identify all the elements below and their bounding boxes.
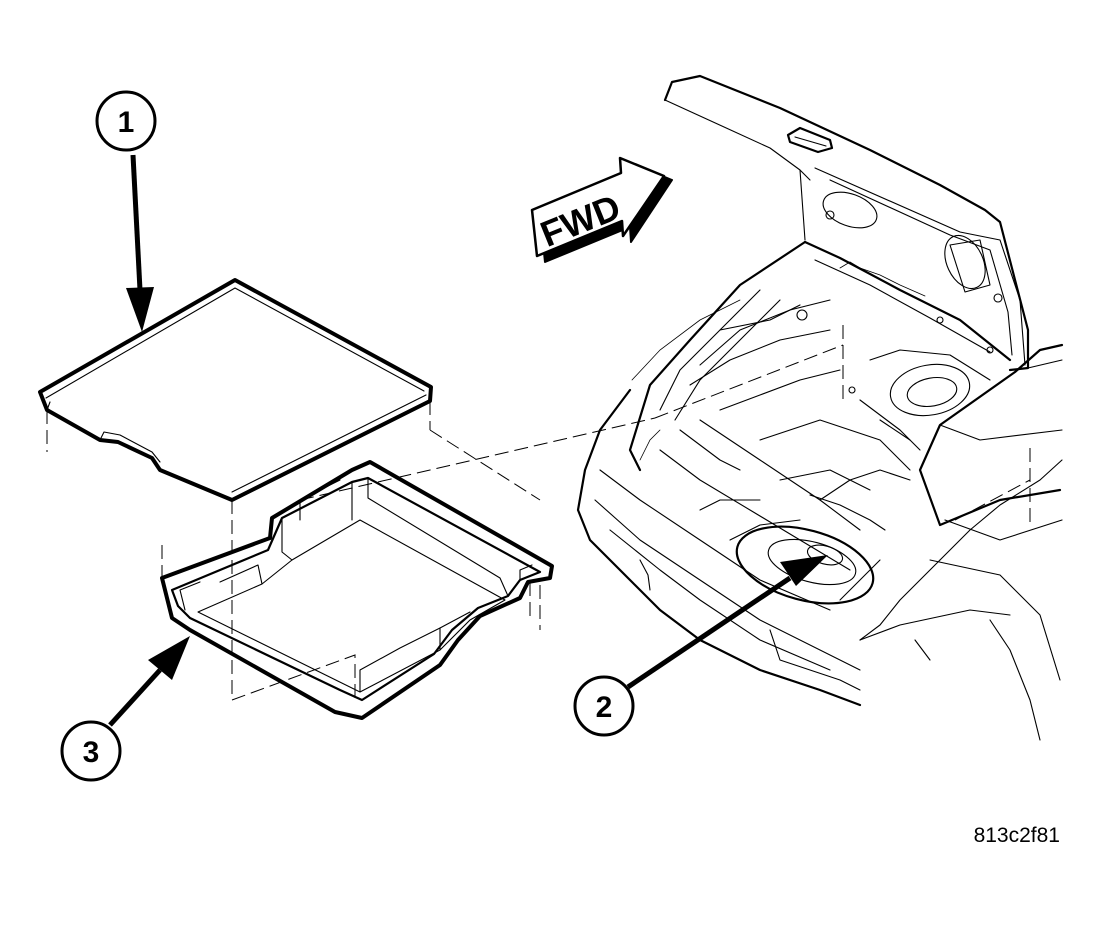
fwd-arrow: FWD — [530, 156, 673, 263]
arrowhead-3 — [148, 636, 190, 680]
leader-arrows — [108, 154, 828, 727]
vehicle-rear-cargo-area — [576, 74, 1064, 741]
callout-1: 1 — [95, 90, 157, 152]
callout-3-label: 3 — [83, 736, 100, 769]
arrowhead-2 — [780, 555, 828, 586]
callout-1-label: 1 — [118, 106, 135, 139]
figure-id: 813c2f81 — [974, 824, 1060, 847]
load-floor-panel — [38, 278, 433, 502]
arrowhead-1 — [126, 287, 154, 332]
callout-2-label: 2 — [596, 691, 613, 724]
alignment-lines — [46, 325, 1031, 701]
leader-arrow-2 — [626, 575, 792, 690]
cargo-tray — [160, 460, 554, 720]
callout-3: 3 — [60, 720, 122, 782]
leader-arrow-1 — [130, 154, 143, 291]
leader-arrow-3 — [108, 668, 162, 727]
callout-2: 2 — [573, 675, 635, 737]
